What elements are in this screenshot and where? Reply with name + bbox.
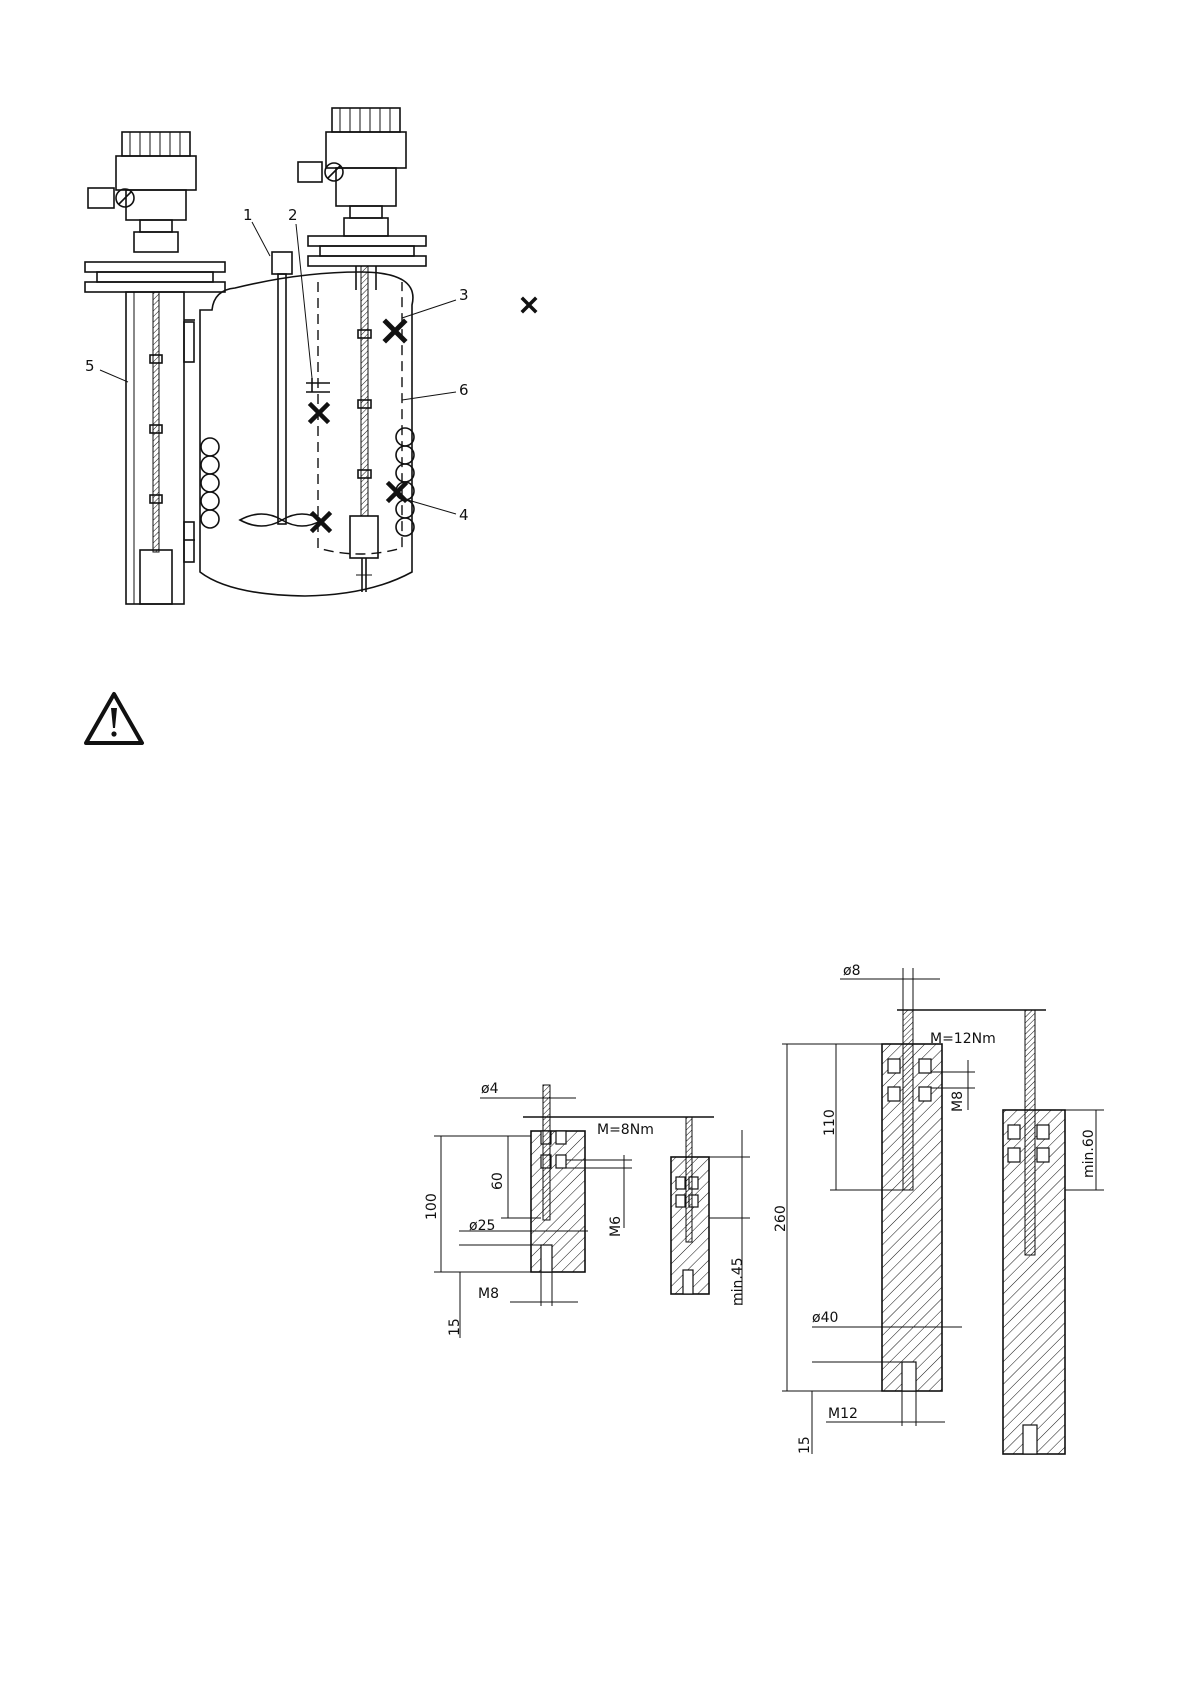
large-rope-diameter: ø8: [843, 963, 860, 979]
agitator: [240, 252, 322, 526]
small-side-thread: M6: [608, 1216, 624, 1237]
small-weight-view: [671, 1117, 709, 1294]
bypass-tube: [126, 292, 195, 604]
small-total-height: 100: [424, 1193, 440, 1220]
warning-triangle-icon: [86, 694, 142, 743]
callout-1: 1: [243, 206, 253, 224]
small-torque: M=8Nm: [597, 1122, 654, 1138]
large-total-height: 260: [773, 1205, 789, 1232]
small-weight-section: [531, 1085, 585, 1272]
installation-figure: 1 2 3 4 5 6: [85, 108, 535, 604]
large-upper-height: 110: [822, 1109, 838, 1136]
large-bottom-depth: 15: [797, 1436, 813, 1454]
cross-icon: [311, 405, 327, 421]
legend-cross-icon: [523, 299, 535, 311]
large-side-thread: M8: [950, 1091, 966, 1112]
callout-3: 3: [459, 286, 469, 304]
left-sensor-housing: [88, 132, 196, 252]
small-bottom-depth: 15: [447, 1318, 463, 1336]
large-min-length: min.60: [1081, 1129, 1097, 1178]
small-min-length: min.45: [730, 1257, 746, 1306]
callout-5: 5: [85, 357, 95, 375]
weights-figure: ø4 M=8Nm 100 60 ø25 M6 M8 15 min.45: [424, 963, 1104, 1454]
small-upper-height: 60: [490, 1172, 506, 1190]
left-flange: [85, 262, 225, 292]
large-weight-section: [882, 1010, 942, 1391]
callout-6: 6: [459, 381, 469, 399]
callout-2: 2: [288, 206, 298, 224]
small-rope-diameter: ø4: [481, 1081, 499, 1097]
large-torque: M=12Nm: [930, 1031, 996, 1047]
large-weight-view: [1003, 1010, 1065, 1454]
small-bottom-thread: M8: [478, 1286, 499, 1302]
callout-4: 4: [459, 506, 469, 524]
large-bottom-thread: M12: [828, 1406, 858, 1422]
small-body-diameter: ø25: [469, 1218, 495, 1234]
vessel: [200, 252, 414, 596]
cross-icon: [313, 514, 329, 530]
heating-coils-left: [201, 438, 219, 528]
large-body-diameter: ø40: [812, 1310, 838, 1326]
